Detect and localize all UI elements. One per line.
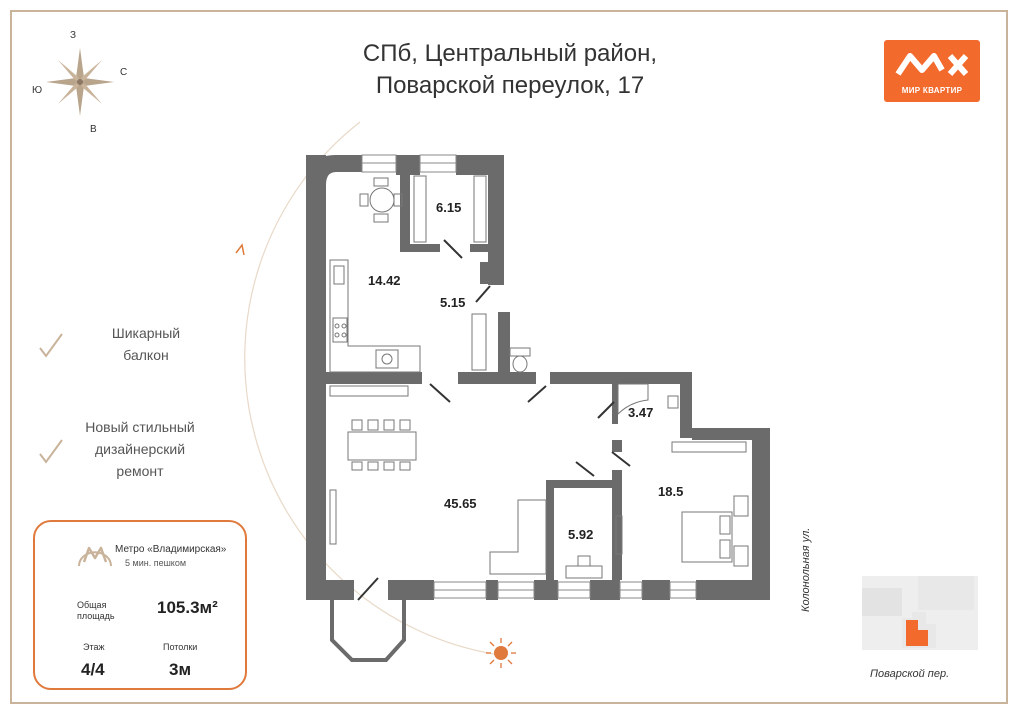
address-title: СПб, Центральный район, Поварской переул… [310, 38, 710, 102]
compass-north: З [70, 30, 77, 41]
feature-text: дизайнерский [94, 441, 186, 457]
street-name-horizontal: Поварской пер. [870, 668, 950, 680]
metro-walk-time: 5 мин. пешком [125, 558, 187, 568]
metro-name: Метро «Владимирская» [115, 544, 227, 555]
room-area-6-15: 6.15 [436, 200, 462, 215]
room-area-5-15: 5.15 [440, 295, 466, 310]
furniture [329, 175, 749, 579]
area-label: Общая площадь [77, 600, 115, 622]
feature-text: Новый стильный [85, 419, 195, 435]
compass-east: С [120, 67, 128, 78]
floor-label: Этаж [83, 642, 105, 652]
area-value: 105.3м² [157, 598, 218, 617]
metro-icon [78, 546, 112, 567]
feature-renovation: Новый стильный дизайнерский ремонт [70, 416, 210, 482]
compass-south: В [90, 124, 97, 135]
doors [357, 239, 631, 601]
room-area-18-5: 18.5 [658, 484, 684, 499]
feature-text: Шикарный [111, 325, 181, 341]
room-area-45-65: 45.65 [444, 496, 477, 511]
room-area-14-42: 14.42 [368, 273, 401, 288]
area-label-line: площадь [77, 611, 115, 621]
logo-text: МИР КВАРТИР [901, 86, 963, 95]
logo-mark-icon [895, 53, 969, 76]
address-line-2: Поварской переулок, 17 [375, 72, 645, 99]
area-label-line: Общая [77, 600, 107, 610]
address-line-1: СПб, Центральный район, [362, 40, 658, 67]
brand-logo[interactable]: МИР КВАРТИР [884, 40, 980, 102]
walls [306, 155, 770, 600]
info-card: Метро «Владимирская» 5 мин. пешком Общая… [33, 520, 247, 690]
ceiling-value: 3м [169, 660, 192, 679]
floor-value: 4/4 [81, 660, 105, 679]
room-area-5-92: 5.92 [568, 527, 594, 542]
room-area-3-47: 3.47 [628, 405, 654, 420]
ceiling-label: Потолки [163, 642, 198, 652]
balcony [330, 600, 406, 662]
street-name-vertical: Колонольная ул. [800, 527, 812, 612]
compass-west: Ю [32, 85, 43, 96]
feature-balcony: Шикарный балкон [76, 322, 216, 366]
feature-text: ремонт [116, 463, 164, 479]
page-frame [10, 10, 1008, 704]
feature-text: балкон [123, 347, 169, 363]
windows [361, 154, 697, 599]
